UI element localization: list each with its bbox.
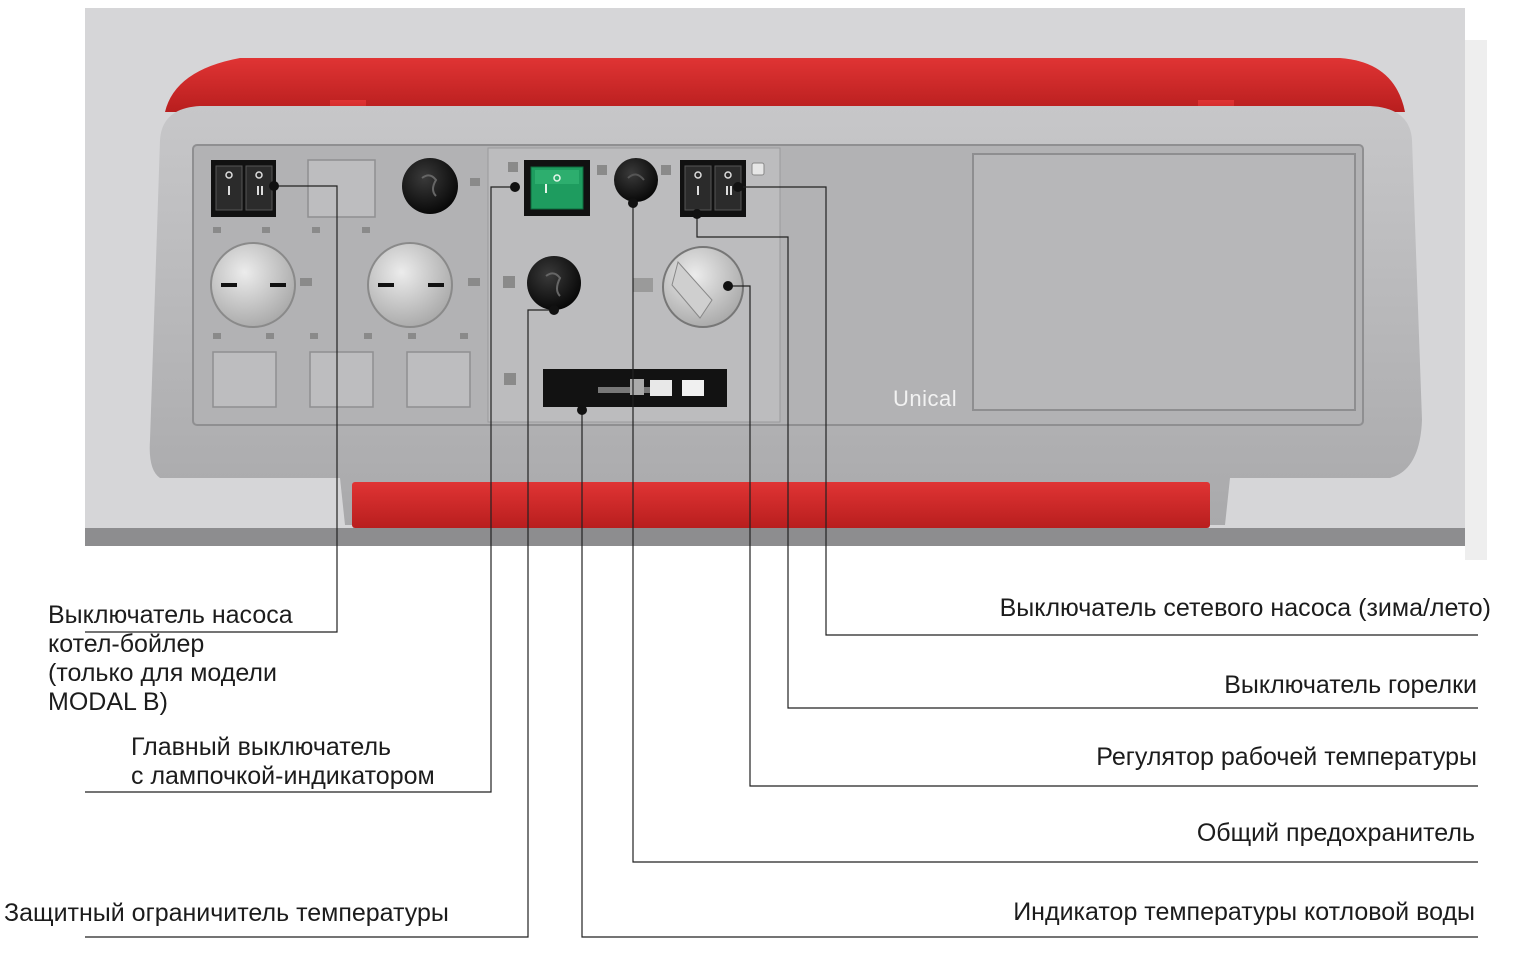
fuse-left [402, 158, 458, 214]
leader-lines [85, 185, 1478, 938]
general-fuse [614, 158, 658, 202]
photo-shadow [1465, 40, 1487, 560]
callout-general-fuse: Общий предохранитель [1196, 819, 1475, 847]
right-blank-cover [972, 153, 1356, 411]
empty-slot-2 [309, 351, 374, 408]
brand-logo-text: Unical [893, 386, 958, 411]
callout-safety-thermostat: Защитный ограничитель температуры [4, 899, 449, 927]
empty-module-slot [307, 159, 376, 218]
empty-slot-3 [406, 351, 471, 408]
callout-water-temp-indicator: Индикатор температуры котловой воды [1013, 898, 1475, 926]
safety-thermostat-cap [527, 256, 581, 310]
leader-dots [269, 181, 743, 415]
red-top-cover [165, 58, 1405, 112]
callout-pump-switch-boiler: Выключатель насоса котел-бойлер (только … [48, 601, 293, 716]
callout-network-pump-switch: Выключатель сетевого насоса (зима/лето) [999, 594, 1491, 622]
empty-slot-1 [212, 351, 277, 408]
knob-left-1 [210, 242, 296, 328]
callout-main-switch: Главный выключатель с лампочкой-индикато… [131, 733, 435, 790]
floor-strip [85, 528, 1465, 546]
callout-burner-switch: Выключатель горелки [1224, 671, 1477, 699]
callout-temp-regulator: Регулятор рабочей температуры [1096, 743, 1477, 771]
red-bottom-strip [352, 482, 1210, 528]
knob-left-2 [367, 242, 453, 328]
